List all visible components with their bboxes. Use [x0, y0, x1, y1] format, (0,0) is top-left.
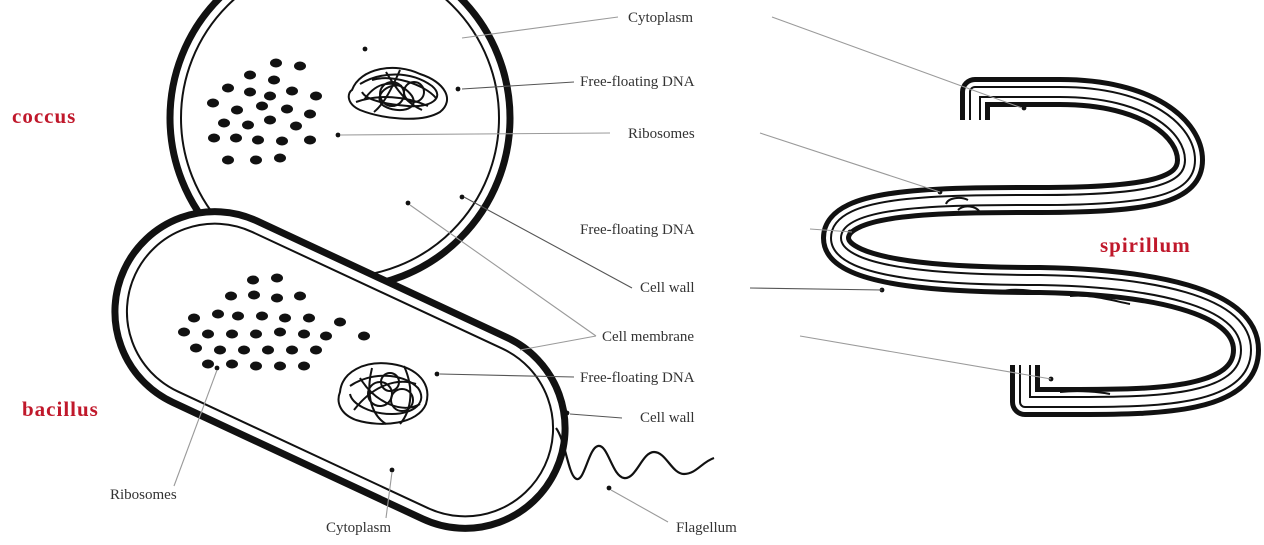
label-ribosomes-center: Ribosomes [628, 126, 695, 142]
label-coccus: coccus [12, 104, 76, 128]
ribosome [250, 330, 262, 339]
ribosome [214, 346, 226, 355]
flagellum-tail [556, 428, 714, 479]
ribosome [190, 344, 202, 353]
ribosome [256, 102, 268, 111]
ribosome [188, 314, 200, 323]
ribosome [232, 312, 244, 321]
ribosome [274, 154, 286, 163]
label-spirillum: spirillum [1100, 233, 1191, 257]
ribosome [303, 314, 315, 323]
ribosome [222, 84, 234, 93]
ribosome [310, 346, 322, 355]
label-coccus-dna: Free-floating DNA [580, 74, 695, 90]
ribosome [298, 330, 310, 339]
label-bacillus: bacillus [22, 397, 99, 421]
ribosome [274, 362, 286, 371]
label-spirillum-dna: Free-floating DNA [580, 222, 695, 238]
ribosome [178, 328, 190, 337]
coccus-membrane-dot [406, 201, 411, 206]
ribosome [244, 88, 256, 97]
coccus-ribosome-dot [336, 133, 341, 138]
ribosome [226, 360, 238, 369]
ribosome [276, 137, 288, 146]
ribosome [304, 136, 316, 145]
ribosome [286, 87, 298, 96]
ribosome [208, 134, 220, 143]
ribosome [264, 92, 276, 101]
ribosome [231, 106, 243, 115]
ribosome [244, 71, 256, 80]
ribosome [294, 62, 306, 71]
flagellum-dot [607, 486, 612, 491]
leader-ribosomes-spirillum [760, 133, 940, 192]
ribosome [334, 318, 346, 327]
ribosome [242, 121, 254, 130]
label-cytoplasm-top: Cytoplasm [628, 10, 693, 26]
ribosome [207, 99, 219, 108]
ribosome [279, 314, 291, 323]
leader-cytoplasm-spirillum [772, 17, 1022, 108]
ribosome [218, 119, 230, 128]
ribosome [358, 332, 370, 341]
leader-membrane-bacillus [520, 336, 596, 350]
label-bacillus-dna: Free-floating DNA [580, 370, 695, 386]
ribosome [238, 346, 250, 355]
leader-cell-wall-coccus [464, 197, 632, 288]
ribosome [271, 274, 283, 283]
ribosome [274, 328, 286, 337]
ribosome [252, 136, 264, 145]
label-bacillus-cytoplasm: Cytoplasm [326, 520, 391, 536]
ribosome [320, 332, 332, 341]
ribosome [310, 92, 322, 101]
label-bacillus-ribosomes: Ribosomes [110, 487, 177, 503]
coccus-dna-dot [456, 87, 461, 92]
ribosome [270, 59, 282, 68]
bacillus-cytoplasm-dot [390, 468, 395, 473]
ribosome [262, 346, 274, 355]
leader-flagellum [611, 490, 668, 522]
ribosome [290, 122, 302, 131]
label-cell-membrane-center: Cell membrane [602, 329, 694, 345]
ribosome [304, 110, 316, 119]
bacillus-dna-dot [435, 372, 440, 377]
ribosome [264, 116, 276, 125]
bacillus-wall-dot [565, 411, 570, 416]
ribosome [281, 105, 293, 114]
ribosome [226, 330, 238, 339]
bacillus-ribosome-dot [215, 366, 220, 371]
label-bacillus-cell-wall: Cell wall [640, 410, 695, 426]
ribosome [230, 134, 242, 143]
coccus-cytoplasm-dot [363, 47, 368, 52]
ribosome [202, 330, 214, 339]
ribosome [256, 312, 268, 321]
ribosome [250, 156, 262, 165]
ribosome [225, 292, 237, 301]
ribosome [286, 346, 298, 355]
ribosome [268, 76, 280, 85]
ribosome [212, 310, 224, 319]
leader-membrane-spirillum [800, 336, 1051, 379]
ribosome [294, 292, 306, 301]
label-flagellum: Flagellum [676, 520, 737, 536]
ribosome [298, 362, 310, 371]
spirillum-cytoplasm-dot [1022, 106, 1027, 111]
ribosome [250, 362, 262, 371]
leader-bacillus-wall [570, 414, 622, 418]
ribosome [247, 276, 259, 285]
coccus-wall-dot [460, 195, 465, 200]
label-cell-wall-center: Cell wall [640, 280, 695, 296]
ribosome [222, 156, 234, 165]
leader-cell-wall-spirillum [750, 288, 882, 290]
ribosome [202, 360, 214, 369]
ribosome [248, 291, 260, 300]
ribosome [271, 294, 283, 303]
